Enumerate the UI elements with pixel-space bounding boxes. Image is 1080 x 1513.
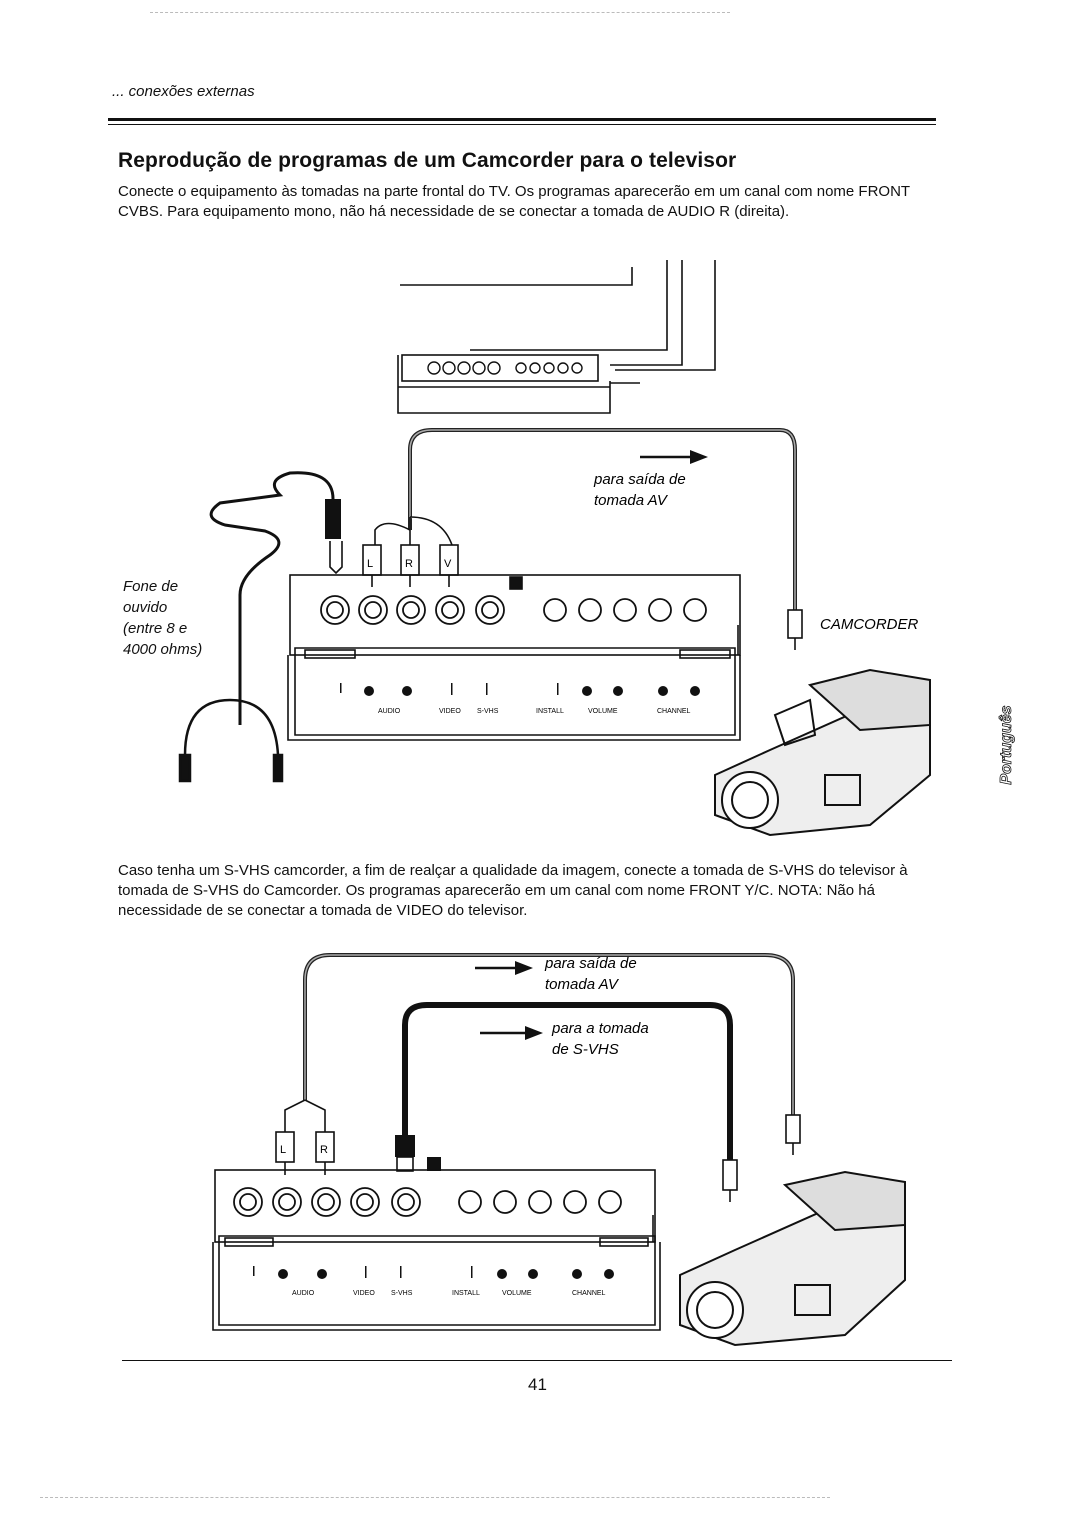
control-buttons [253,1266,614,1279]
arrow2-label-1: para a tomada [551,1020,649,1037]
camcorder-label: CAMCORDER [820,616,919,633]
arrow-label-2: tomada AV [594,492,669,509]
headphones-icon [178,698,284,783]
headphone-label-3: (entre 8 e [123,620,188,637]
arrow1-label-1: para saída de [544,955,637,972]
panel-label-volume: VOLUME [502,1290,532,1297]
header-rule-thin [108,124,936,125]
svhs-paragraph: Caso tenha um S-VHS camcorder, a fim de … [118,862,908,919]
header-rule [108,118,936,121]
arrow-icon [640,450,708,464]
svhs-plug [395,1135,441,1172]
panel-label-install: INSTALL [452,1290,480,1297]
panel-label-svhs: S-VHS [477,708,499,715]
camcorder-plug [722,1114,801,1202]
headphone-label-1: Fone de [123,578,179,595]
scan-edge-bottom [40,1497,830,1498]
plug-label-l: L [280,1144,286,1156]
headphone-label-2: ouvido [123,599,168,616]
panel-label-video: VIDEO [353,1290,375,1297]
panel-label-volume: VOLUME [588,708,618,715]
tv-front-panel [287,574,741,741]
section-header: ... conexões externas [112,83,255,100]
camcorder-plug [787,609,803,650]
headphone-cable [209,471,335,725]
plug-label-l: L [367,558,373,570]
intro-paragraph: Conecte o equipamento às tomadas na part… [118,183,910,220]
av-cable [408,428,797,610]
panel-label-video: VIDEO [439,708,461,715]
svhs-cable [402,1002,733,1160]
panel-label-install: INSTALL [536,708,564,715]
arrow1-label-2: tomada AV [545,976,620,993]
diagram-camcorder-av: para saída de tomada AV L R V [178,260,931,837]
arrow-icon [475,961,533,975]
scan-edge-top [150,12,730,13]
plug-label-r: R [320,1144,328,1156]
camcorder-icon [679,1170,906,1347]
headphone-label-4: 4000 ohms) [123,641,203,658]
panel-label-audio: AUDIO [378,708,401,715]
panel-label-channel: CHANNEL [657,708,691,715]
arrow-label-1: para saída de [593,471,686,488]
panel-sockets [233,1187,622,1217]
rca-plugs [275,1099,335,1175]
panel-label-channel: CHANNEL [572,1290,606,1297]
diagram-camcorder-svhs: para saída de tomada AV para a tomada de… [212,953,906,1347]
language-tab-text: Português [998,705,1015,784]
footer-rule [122,1360,952,1361]
tv-front-panel [212,1169,661,1331]
panel-label-svhs: S-VHS [391,1290,413,1297]
page-number: 41 [528,1375,547,1394]
plug-label-v: V [444,558,452,570]
panel-label-audio: AUDIO [292,1290,315,1297]
camcorder-icon [714,668,931,837]
control-buttons [340,683,700,696]
arrow2-label-2: de S-VHS [552,1041,619,1058]
page-title: Reprodução de programas de um Camcorder … [118,149,737,172]
tv-icon [397,260,716,414]
plug-label-r: R [405,558,413,570]
headphone-plug [325,499,341,539]
rca-plugs [362,516,459,587]
panel-sockets [320,595,707,625]
arrow-icon [480,1026,543,1040]
language-tab: Português [998,705,1016,785]
